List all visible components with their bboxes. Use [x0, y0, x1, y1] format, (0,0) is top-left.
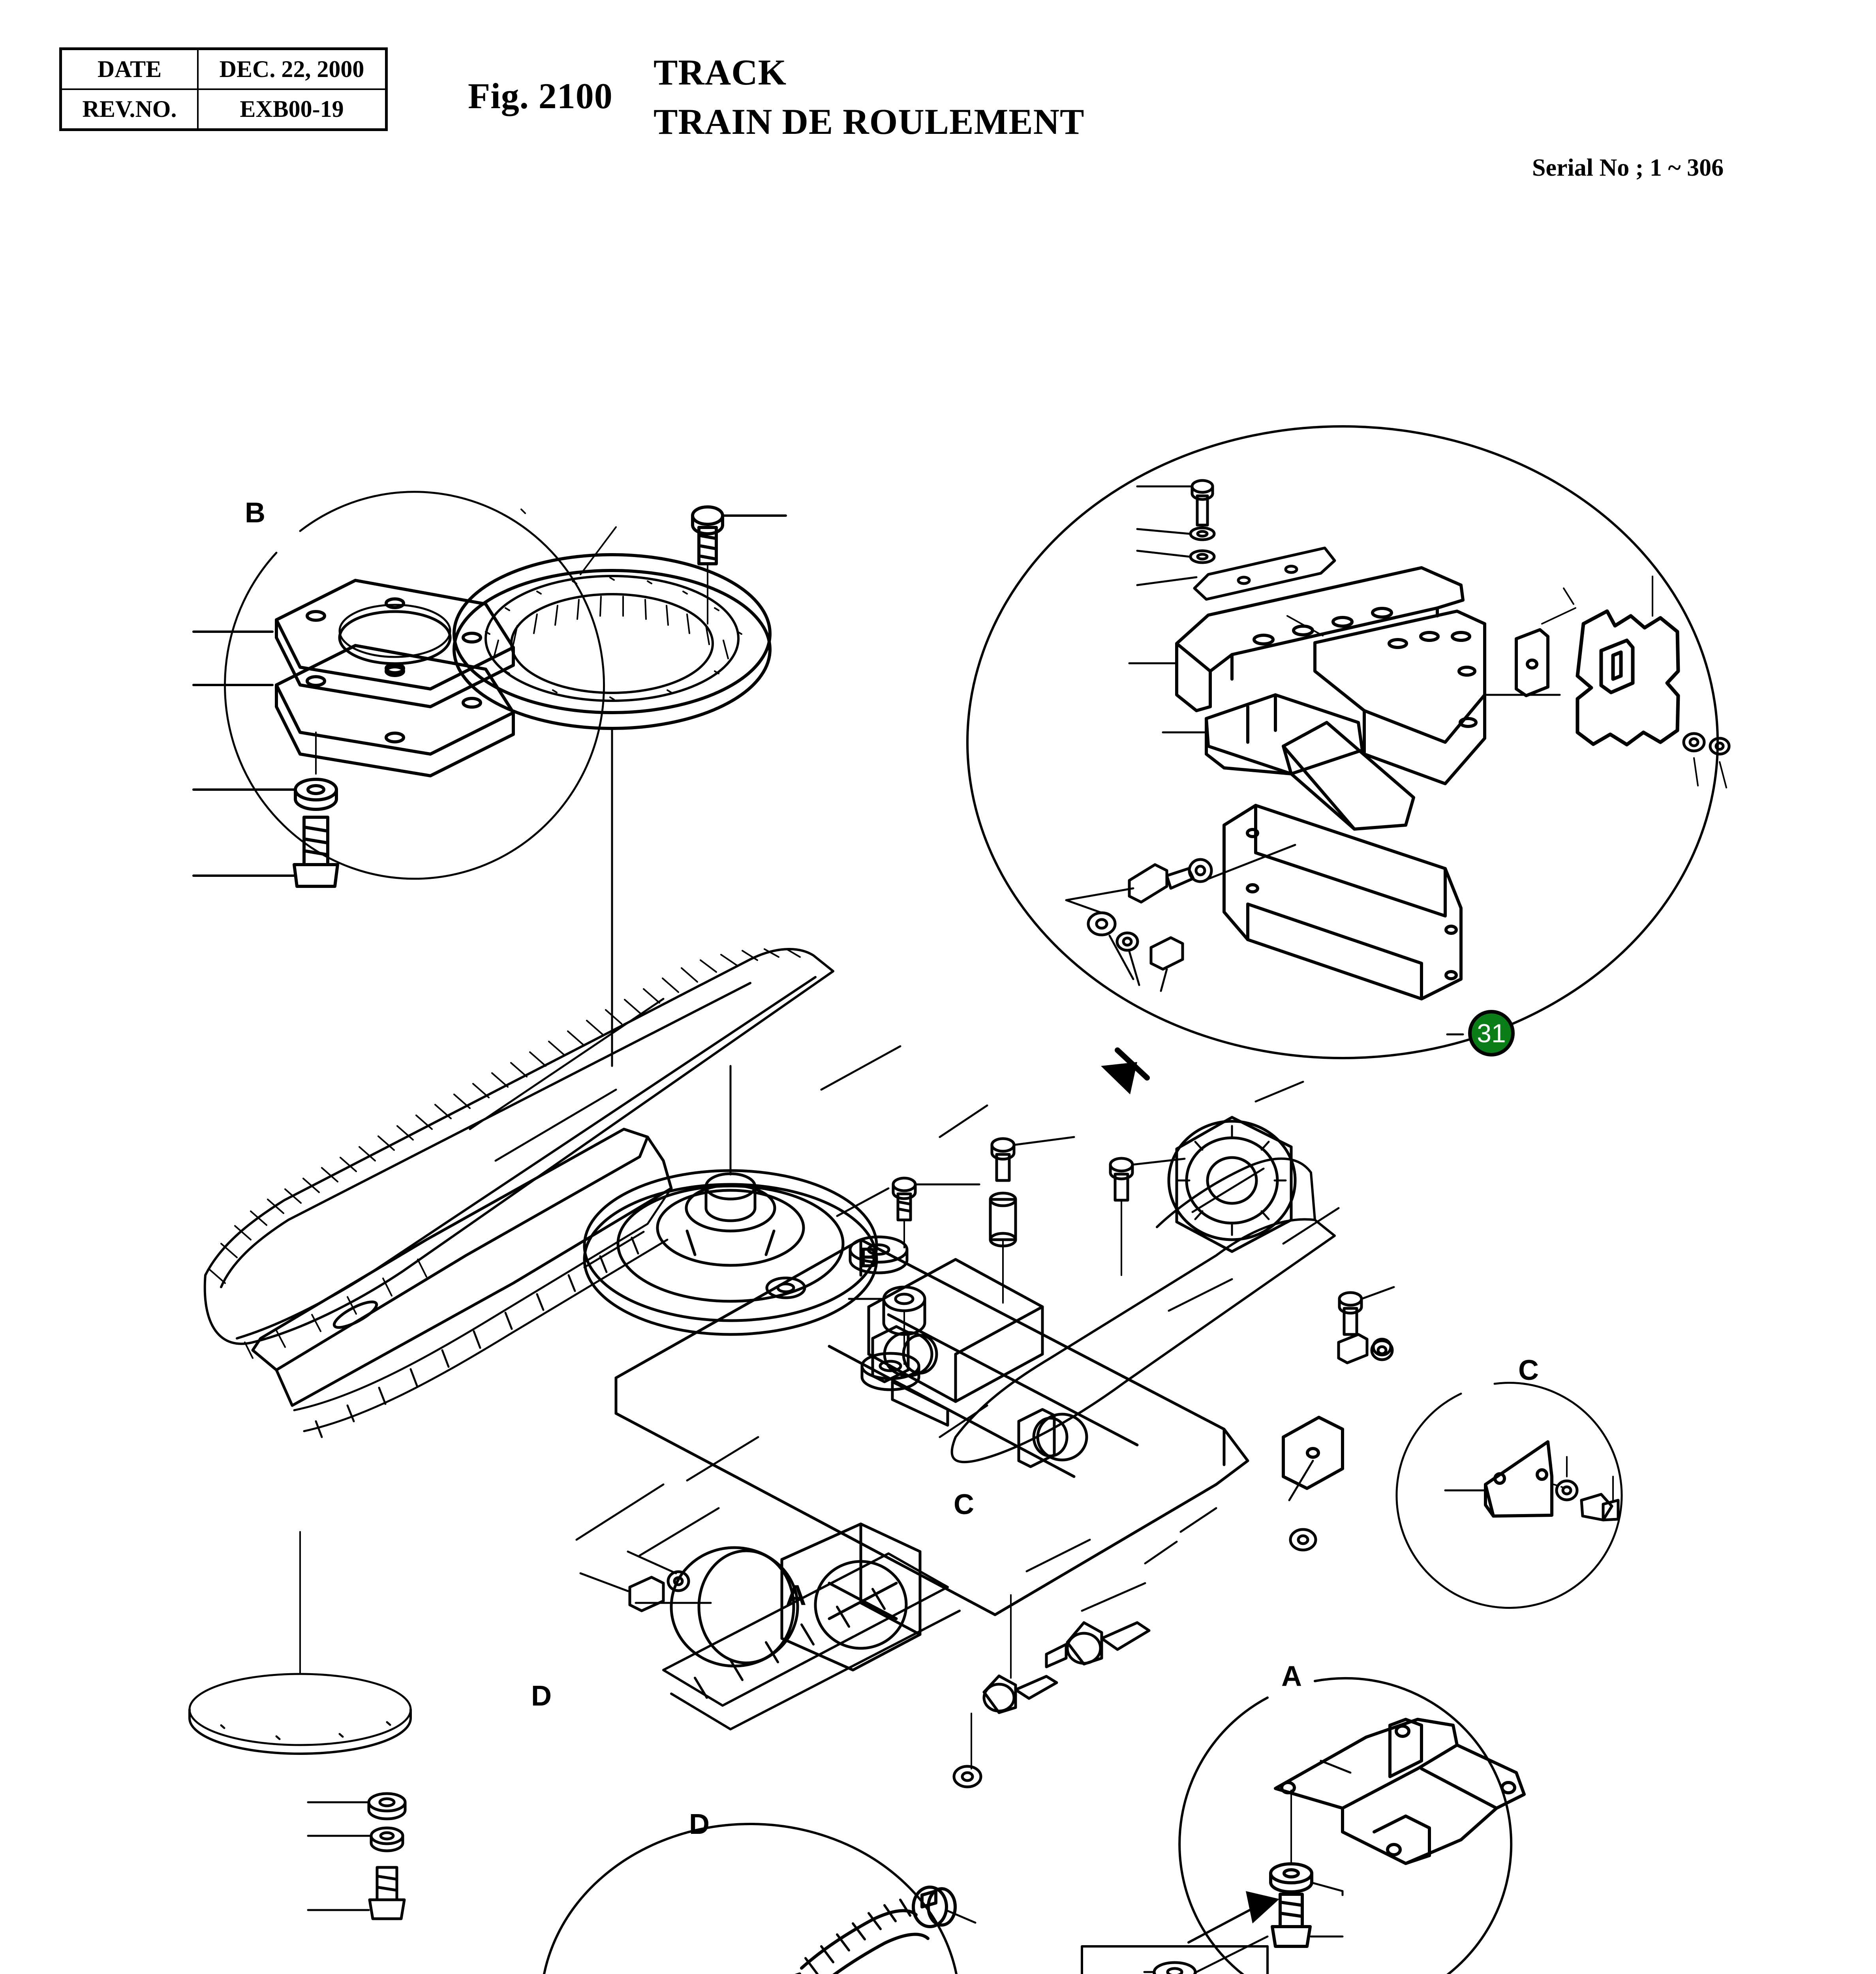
detail-bubble-a — [1178, 1677, 1526, 1974]
detail-circle-label-b: B — [245, 497, 265, 529]
table-row: REV.NO. EXB00-19 — [60, 88, 387, 131]
detail-circle-label-d: D — [689, 1809, 710, 1840]
detail-circle-label-a: A — [1281, 1661, 1302, 1692]
serial-range-note: Serial No ; 1 ~ 306 — [1532, 154, 1724, 181]
part-number-badge-31[interactable]: 31 — [1468, 1010, 1515, 1056]
hardware-inset-box — [1081, 1935, 1269, 1974]
main-marker-c: C — [954, 1489, 974, 1520]
main-marker-a: A — [786, 1580, 806, 1611]
detail-bubble-counterweight-guard — [966, 425, 1731, 1059]
table-row: DATE DEC. 22, 2000 — [60, 48, 387, 90]
view-direction-arrow-big — [1101, 1047, 1150, 1094]
main-marker-d: D — [531, 1680, 552, 1712]
detail-circle-label-c: C — [1518, 1355, 1539, 1386]
detail-bubble-c — [1395, 1382, 1623, 1609]
detail-bubble-d — [543, 1823, 976, 1974]
date-label: DATE — [60, 48, 199, 90]
date-value: DEC. 22, 2000 — [197, 48, 387, 90]
revno-label: REV.NO. — [60, 88, 199, 131]
detail-bubble-b — [192, 491, 605, 888]
revno-value: EXB00-19 — [197, 88, 387, 131]
page-title-fr: TRAIN DE ROULEMENT — [654, 101, 1085, 142]
page-title-en: TRACK — [654, 52, 787, 92]
revision-table: DATE DEC. 22, 2000 REV.NO. EXB00-19 — [59, 47, 388, 131]
figure-number: Fig. 2100 — [468, 76, 613, 116]
main-marker-b: B — [859, 1242, 879, 1274]
swing-bearing-ring — [453, 505, 787, 1067]
round-cover-plate-assembly — [188, 1531, 412, 1920]
undercarriage-main-assembly — [203, 948, 1395, 1788]
